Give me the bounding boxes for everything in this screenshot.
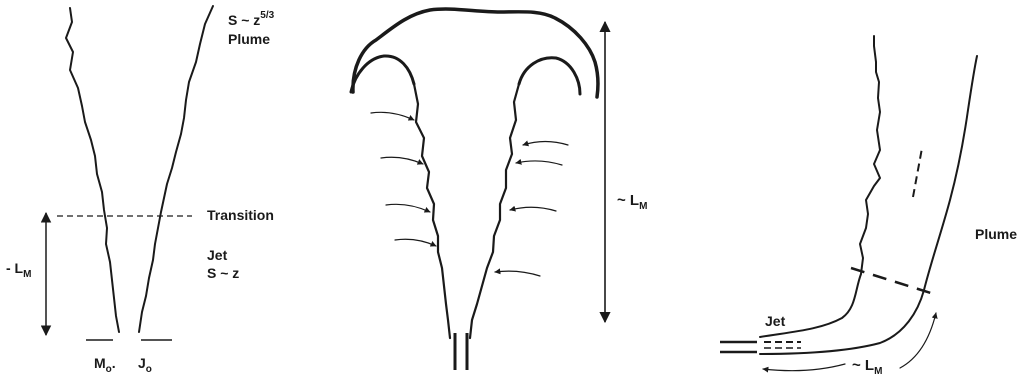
left-panel: S ~ z5/3 Plume Transition Jet S ~ z - LM… bbox=[6, 6, 275, 375]
transition-dash bbox=[851, 268, 934, 294]
plume-cap-inner-left bbox=[351, 56, 414, 92]
upstream-dash bbox=[913, 148, 922, 197]
plume-scaling-label: S ~ z5/3 bbox=[228, 10, 275, 28]
trajectory-arrow-return bbox=[763, 364, 845, 371]
momentum-flux-label: Mo. bbox=[94, 355, 116, 375]
middle-length-scale-label: ~ LM bbox=[617, 192, 647, 212]
jet-label: Jet bbox=[207, 247, 228, 263]
entrainment-arrow bbox=[510, 207, 556, 211]
length-scale-label: - LM bbox=[6, 260, 31, 280]
right-plume-boundary-upper bbox=[760, 36, 880, 337]
transition-label: Transition bbox=[207, 207, 274, 223]
right-length-scale-label: ~ LM bbox=[852, 357, 882, 377]
right-panel: Plume Jet ~ LM bbox=[720, 36, 1017, 377]
middle-plume-boundary-right bbox=[470, 84, 519, 338]
middle-plume-boundary-left bbox=[414, 84, 450, 338]
right-jet-label: Jet bbox=[765, 313, 786, 329]
entrainment-arrow bbox=[495, 271, 540, 276]
left-jet-boundary-left bbox=[66, 8, 119, 332]
right-plume-boundary-lower bbox=[760, 56, 977, 354]
plume-label: Plume bbox=[228, 31, 270, 47]
jet-scaling-label: S ~ z bbox=[207, 265, 239, 281]
entrainment-arrow bbox=[516, 161, 562, 165]
plume-cap-outer bbox=[353, 9, 598, 97]
entrainment-arrow bbox=[381, 157, 423, 164]
entrainment-arrow bbox=[395, 239, 436, 246]
plume-cap-inner-right bbox=[519, 58, 580, 94]
entrainment-arrow bbox=[523, 142, 568, 146]
buoyancy-flux-label: Jo bbox=[138, 355, 152, 375]
trajectory-arrow-rise bbox=[900, 313, 936, 368]
middle-panel: ~ LM bbox=[351, 9, 647, 370]
entrainment-arrow bbox=[386, 204, 430, 212]
entrainment-arrow bbox=[371, 112, 414, 120]
left-jet-boundary-right bbox=[139, 6, 213, 332]
right-plume-label: Plume bbox=[975, 226, 1017, 242]
